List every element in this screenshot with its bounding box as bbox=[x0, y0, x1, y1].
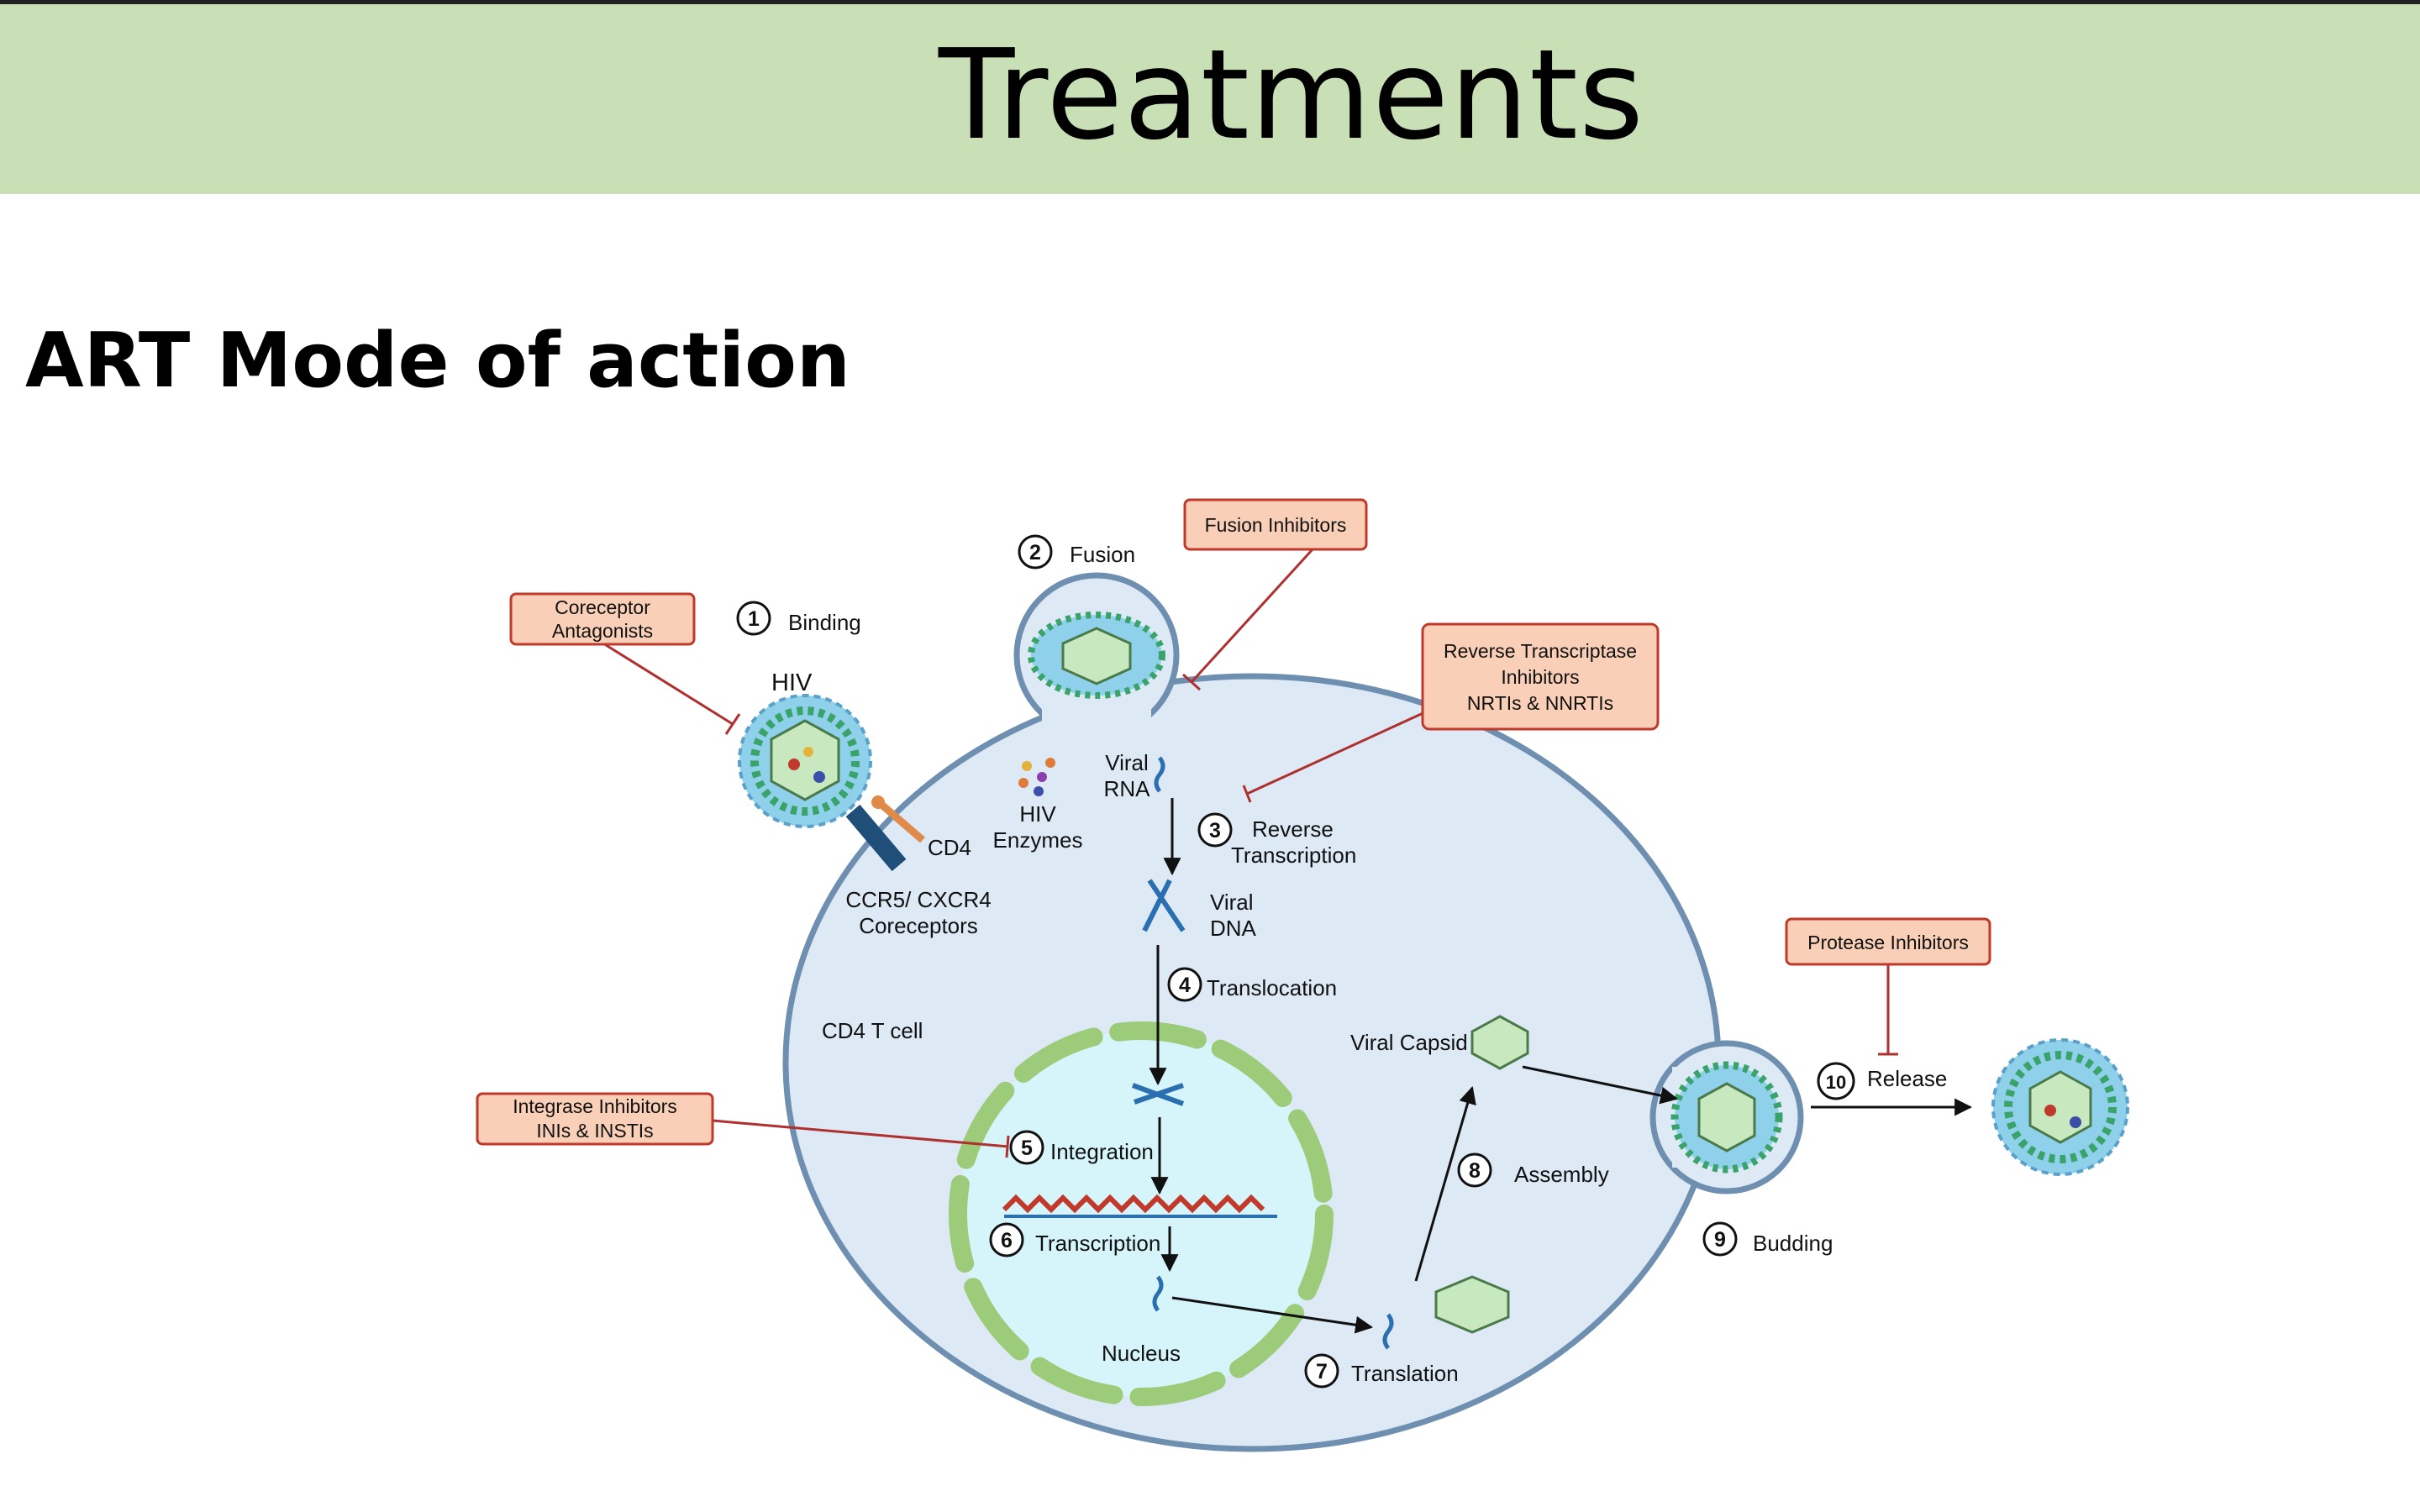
assembled-capsid-icon bbox=[1434, 1275, 1510, 1334]
svg-text:Integrase Inhibitors: Integrase Inhibitors bbox=[513, 1095, 677, 1117]
hiv-virion-binding bbox=[738, 694, 872, 828]
viral-rna-label-2: RNA bbox=[1104, 776, 1151, 801]
integrase-inhibitors-box: Integrase Inhibitors INIs & INSTIs bbox=[476, 1092, 714, 1146]
hiv-virion-fusion bbox=[1028, 612, 1165, 699]
svg-text:Fusion: Fusion bbox=[1070, 542, 1135, 567]
integrated-dna-icon bbox=[1131, 1083, 1185, 1106]
svg-text:6: 6 bbox=[1001, 1229, 1013, 1252]
cd4-label: CD4 bbox=[928, 835, 971, 860]
svg-text:Release: Release bbox=[1867, 1066, 1947, 1091]
viral-dna-icon bbox=[1142, 879, 1186, 932]
arrow-to-translation bbox=[1171, 1296, 1374, 1334]
step-5: 5 Integration bbox=[1009, 1130, 1154, 1165]
translated-rna-icon bbox=[1382, 1313, 1394, 1350]
nucleus bbox=[949, 1021, 1334, 1406]
host-dna bbox=[1002, 1194, 1265, 1214]
slide-subtitle: ART Mode of action bbox=[25, 317, 851, 405]
svg-text:Transcription: Transcription bbox=[1035, 1231, 1160, 1256]
step-4: 4 Translocation bbox=[1167, 967, 1337, 1002]
svg-text:Inhibitors: Inhibitors bbox=[1501, 666, 1579, 688]
enzymes-label-1: HIV bbox=[1019, 801, 1056, 827]
hiv-virion-budding bbox=[1670, 1061, 1783, 1173]
slide-title: Treatments bbox=[938, 23, 1645, 167]
svg-text:Integration: Integration bbox=[1050, 1139, 1154, 1164]
nucleus-label: Nucleus bbox=[1102, 1341, 1181, 1366]
svg-text:Coreceptor: Coreceptor bbox=[555, 596, 650, 618]
step-10: 10 Release bbox=[1817, 1062, 1947, 1100]
step-1: 1 Binding bbox=[736, 601, 861, 636]
svg-text:NRTIs & NNRTIs: NRTIs & NNRTIs bbox=[1467, 692, 1613, 714]
svg-text:Transcription: Transcription bbox=[1231, 843, 1356, 868]
svg-text:8: 8 bbox=[1469, 1159, 1481, 1183]
svg-text:9: 9 bbox=[1714, 1228, 1726, 1252]
svg-text:Translation: Translation bbox=[1351, 1361, 1459, 1386]
coreceptors-label-2: Coreceptors bbox=[859, 913, 978, 938]
viral-dna-label-2: DNA bbox=[1210, 916, 1257, 941]
enzymes-label-2: Enzymes bbox=[993, 827, 1083, 853]
viral-capsid-label: Viral Capsid bbox=[1350, 1030, 1468, 1055]
inhibitor-lines bbox=[602, 548, 1898, 1158]
coreceptor bbox=[845, 804, 907, 872]
svg-text:10: 10 bbox=[1826, 1072, 1846, 1093]
hiv-virion-released bbox=[1991, 1038, 2129, 1176]
svg-text:Fusion Inhibitors: Fusion Inhibitors bbox=[1205, 514, 1347, 536]
step-6: 6 Transcription bbox=[989, 1222, 1160, 1257]
svg-text:5: 5 bbox=[1021, 1137, 1033, 1160]
svg-text:INIs & INSTIs: INIs & INSTIs bbox=[536, 1120, 653, 1142]
protease-inhibitors-box: Protease Inhibitors bbox=[1785, 917, 1991, 966]
viral-dna-label-1: Viral bbox=[1210, 890, 1254, 915]
coreceptors-label-1: CCR5/ CXCR4 bbox=[845, 887, 991, 912]
arrow-to-budding bbox=[1522, 1065, 1679, 1105]
hiv-label: HIV bbox=[771, 669, 813, 696]
step-3: 3 Reverse Transcription bbox=[1197, 812, 1356, 868]
svg-text:Binding: Binding bbox=[788, 610, 861, 635]
svg-text:Reverse: Reverse bbox=[1252, 816, 1334, 842]
step-9: 9 Budding bbox=[1702, 1221, 1833, 1257]
svg-text:Assembly: Assembly bbox=[1514, 1162, 1609, 1187]
reverse-transcriptase-inhibitors-box: Reverse Transcriptase Inhibitors NRTIs &… bbox=[1421, 622, 1660, 731]
arrow-assembly bbox=[1414, 1085, 1476, 1282]
svg-text:Antagonists: Antagonists bbox=[552, 620, 653, 642]
svg-text:7: 7 bbox=[1316, 1360, 1328, 1383]
svg-text:1: 1 bbox=[748, 607, 760, 631]
step-8: 8 Assembly bbox=[1457, 1152, 1609, 1188]
svg-text:Budding: Budding bbox=[1753, 1231, 1833, 1256]
svg-text:Reverse Transcriptase: Reverse Transcriptase bbox=[1444, 640, 1637, 662]
coreceptor-antagonists-box: Coreceptor Antagonists bbox=[509, 592, 696, 646]
viral-rna-label-1: Viral bbox=[1105, 750, 1149, 775]
svg-text:Translocation: Translocation bbox=[1207, 975, 1337, 1000]
mrna-icon bbox=[1152, 1275, 1164, 1312]
top-border bbox=[0, 0, 2420, 4]
viral-rna-icon bbox=[1154, 756, 1165, 793]
fusion-inhibitors-box: Fusion Inhibitors bbox=[1183, 498, 1368, 551]
svg-text:4: 4 bbox=[1179, 974, 1191, 997]
svg-text:2: 2 bbox=[1029, 541, 1041, 564]
step-7: 7 Translation bbox=[1304, 1353, 1459, 1389]
viral-capsid-icon bbox=[1470, 1015, 1529, 1070]
cd4-t-cell-label: CD4 T cell bbox=[822, 1018, 923, 1043]
step-2: 2 Fusion bbox=[1018, 534, 1135, 570]
svg-text:3: 3 bbox=[1209, 819, 1221, 843]
hiv-enzymes-icon bbox=[1018, 758, 1055, 796]
title-banner bbox=[0, 4, 2420, 194]
svg-text:Protease Inhibitors: Protease Inhibitors bbox=[1807, 932, 1969, 953]
